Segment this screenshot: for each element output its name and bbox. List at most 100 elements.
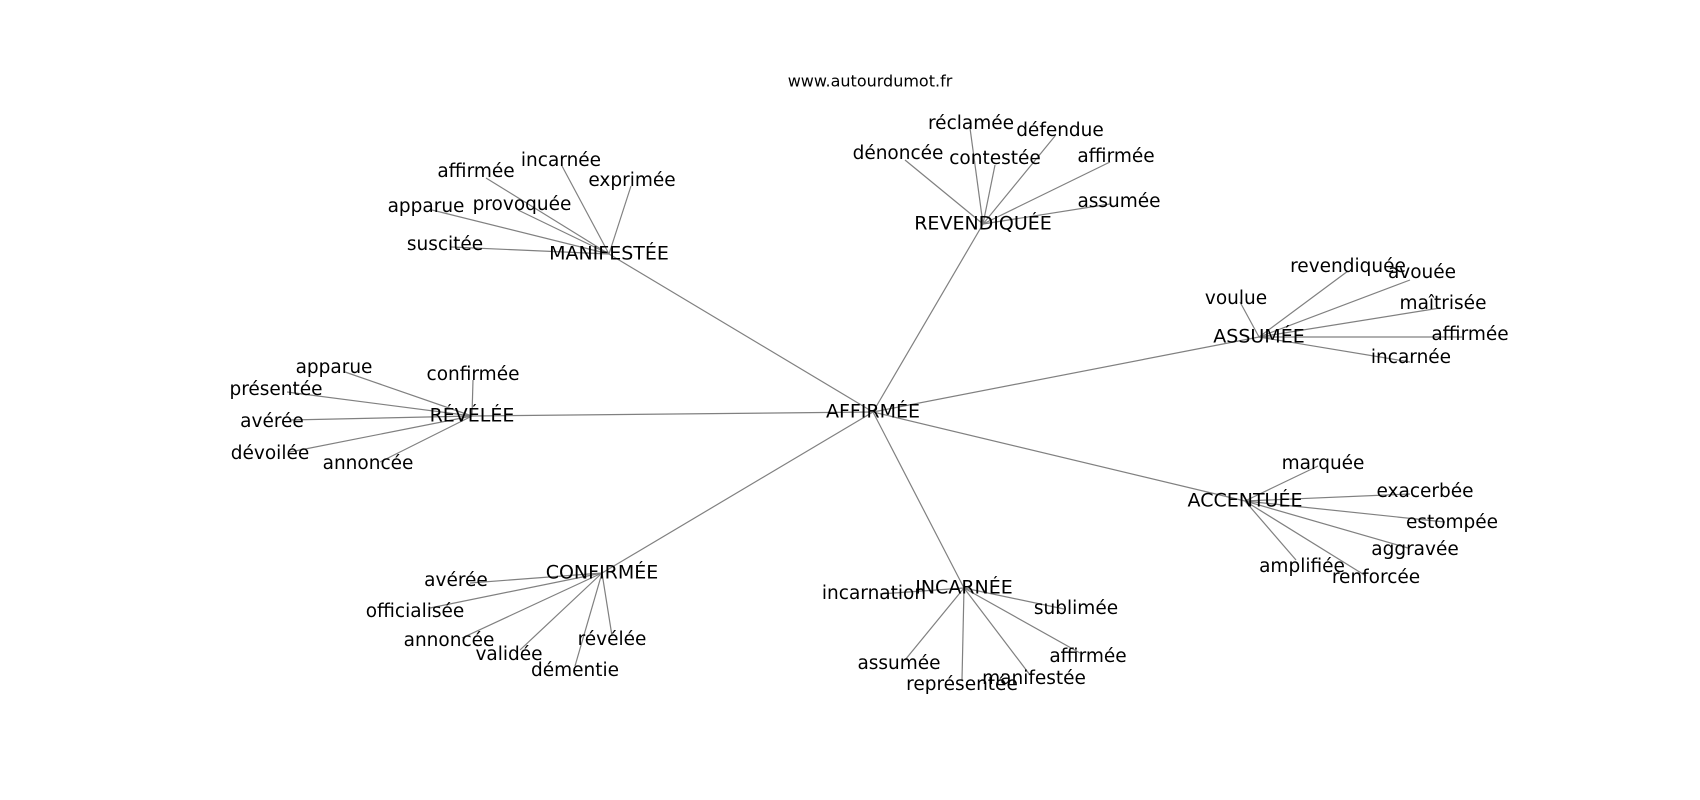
edge-incarnee-leaf-1 [963, 587, 1065, 610]
edge-assumee-leaf-5 [1258, 336, 1411, 363]
edge-accentuee-leaf-5 [1244, 500, 1367, 577]
leaf-word-revelee-5[interactable]: annoncée [323, 453, 414, 474]
leaf-word-manifestee-3[interactable]: apparue [388, 196, 465, 217]
hub-word-revendiquee[interactable]: REVENDIQUÉE [914, 212, 1052, 235]
leaf-word-assumee-4[interactable]: affirmée [1431, 324, 1508, 345]
leaf-word-revelee-4[interactable]: dévoilée [231, 443, 309, 464]
edge-center-accentuee [872, 411, 1246, 502]
leaf-word-revendiquee-5[interactable]: assumée [1077, 191, 1160, 212]
leaf-word-manifestee-1[interactable]: incarnée [521, 150, 601, 171]
graph-labels: AFFIRMÉEMANIFESTÉEaffirméeincarnéeexprim… [229, 113, 1508, 695]
edge-accentuee-leaf-3 [1244, 500, 1409, 549]
leaf-word-revelee-1[interactable]: confirmée [427, 364, 520, 385]
edge-manifestee-leaf-1 [561, 165, 610, 255]
edge-center-manifestee [608, 253, 874, 413]
leaf-word-manifestee-0[interactable]: affirmée [437, 161, 514, 182]
edge-center-assumee [872, 336, 1260, 413]
edge-confirmee-leaf-5 [574, 572, 603, 667]
edge-manifestee-leaf-3 [431, 209, 610, 255]
leaf-word-revelee-3[interactable]: avérée [240, 411, 304, 432]
edge-accentuee-leaf-4 [1244, 500, 1297, 561]
hub-word-incarnee[interactable]: INCARNÉE [915, 576, 1013, 599]
leaf-word-incarnee-2[interactable]: assumée [857, 653, 940, 674]
leaf-word-assumee-2[interactable]: voulue [1205, 288, 1267, 309]
leaf-word-accentuee-1[interactable]: exacerbée [1376, 481, 1473, 502]
edge-revelee-leaf-4 [289, 415, 473, 453]
leaf-word-accentuee-3[interactable]: aggravée [1371, 539, 1458, 560]
leaf-word-revelee-0[interactable]: apparue [296, 357, 373, 378]
leaf-word-manifestee-4[interactable]: provoquée [473, 194, 572, 215]
hub-word-revelee[interactable]: RÉVÉLÉE [430, 404, 515, 427]
edge-incarnee-leaf-5 [963, 587, 1031, 676]
edge-revelee-leaf-1 [471, 379, 474, 417]
leaf-word-incarnee-4[interactable]: représentée [906, 674, 1018, 695]
edge-center-revendiquee [872, 223, 984, 413]
hub-word-confirmee[interactable]: CONFIRMÉE [546, 561, 659, 584]
leaf-word-assumee-3[interactable]: maîtrisée [1400, 293, 1487, 314]
leaf-word-revendiquee-4[interactable]: affirmée [1077, 146, 1154, 167]
leaf-word-confirmee-1[interactable]: officialisée [366, 601, 465, 622]
edge-confirmee-leaf-2 [461, 572, 603, 639]
edge-center-incarnee [872, 411, 965, 589]
edge-assumee-leaf-2 [1239, 301, 1260, 338]
leaf-word-confirmee-3[interactable]: révélée [578, 629, 647, 650]
edge-center-revelee [471, 411, 874, 417]
leaf-word-incarnee-5[interactable]: manifestée [982, 668, 1086, 689]
edge-manifestee-leaf-2 [608, 185, 632, 255]
edge-confirmee-leaf-0 [469, 572, 603, 584]
leaf-word-revendiquee-1[interactable]: défendue [1016, 120, 1104, 141]
leaf-word-accentuee-5[interactable]: renforcée [1332, 567, 1420, 588]
edge-assumee-leaf-1 [1258, 279, 1411, 338]
edge-assumee-leaf-0 [1258, 270, 1349, 338]
edge-revelee-leaf-3 [289, 415, 473, 421]
edge-accentuee-leaf-0 [1244, 465, 1319, 502]
edge-manifestee-leaf-5 [450, 246, 610, 255]
edge-accentuee-leaf-1 [1244, 493, 1411, 502]
hub-word-manifestee[interactable]: MANIFESTÉE [549, 242, 669, 265]
leaf-word-confirmee-2[interactable]: annoncée [404, 630, 495, 651]
leaf-word-accentuee-0[interactable]: marquée [1282, 453, 1365, 474]
leaf-word-assumee-1[interactable]: avouée [1388, 262, 1456, 283]
edge-incarnee-leaf-2 [904, 587, 965, 661]
edge-revelee-leaf-2 [286, 391, 473, 417]
edge-center-confirmee [601, 411, 874, 574]
leaf-word-assumee-0[interactable]: revendiquée [1290, 256, 1406, 277]
edge-confirmee-leaf-3 [601, 572, 613, 637]
leaf-word-accentuee-4[interactable]: amplifiée [1259, 556, 1345, 577]
edge-manifestee-leaf-4 [517, 209, 610, 255]
leaf-word-manifestee-5[interactable]: suscitée [407, 234, 483, 255]
edge-revendiquee-leaf-1 [982, 135, 1056, 225]
leaf-word-confirmee-0[interactable]: avérée [424, 570, 488, 591]
site-label: www.autourdumot.fr [788, 72, 953, 91]
leaf-word-manifestee-2[interactable]: exprimée [588, 170, 675, 191]
edge-manifestee-leaf-0 [485, 177, 610, 255]
graph-edges [286, 127, 1462, 681]
leaf-word-incarnee-1[interactable]: sublimée [1034, 598, 1118, 619]
leaf-word-revelee-2[interactable]: présentée [229, 379, 322, 400]
center-word[interactable]: AFFIRMÉE [826, 400, 920, 423]
hub-word-accentuee[interactable]: ACCENTUÉE [1188, 489, 1303, 512]
edge-incarnee-leaf-0 [879, 587, 965, 595]
edge-revelee-leaf-0 [344, 371, 473, 417]
leaf-word-revendiquee-3[interactable]: contestée [949, 148, 1041, 169]
edge-confirmee-leaf-1 [429, 572, 603, 609]
edge-incarnee-leaf-3 [963, 587, 1081, 654]
edge-confirmee-leaf-4 [519, 572, 603, 651]
edge-revendiquee-leaf-3 [982, 164, 996, 225]
leaf-word-incarnee-3[interactable]: affirmée [1049, 646, 1126, 667]
edge-revendiquee-leaf-5 [982, 203, 1111, 225]
hub-word-assumee[interactable]: ASSUMÉE [1213, 325, 1304, 348]
leaf-word-revendiquee-2[interactable]: dénoncée [853, 143, 944, 164]
edge-revelee-leaf-5 [379, 415, 473, 463]
leaf-word-accentuee-2[interactable]: estompée [1406, 512, 1498, 533]
leaf-word-assumee-5[interactable]: incarnée [1371, 347, 1451, 368]
edge-revendiquee-leaf-2 [904, 159, 984, 225]
leaf-word-revendiquee-0[interactable]: réclamée [928, 113, 1014, 134]
edge-incarnee-leaf-4 [961, 587, 965, 681]
leaf-word-confirmee-5[interactable]: démentie [531, 660, 619, 681]
edge-revendiquee-leaf-0 [969, 127, 984, 225]
leaf-word-incarnee-0[interactable]: incarnation [822, 583, 926, 604]
edge-assumee-leaf-3 [1258, 307, 1441, 338]
leaf-word-confirmee-4[interactable]: validée [475, 644, 542, 665]
